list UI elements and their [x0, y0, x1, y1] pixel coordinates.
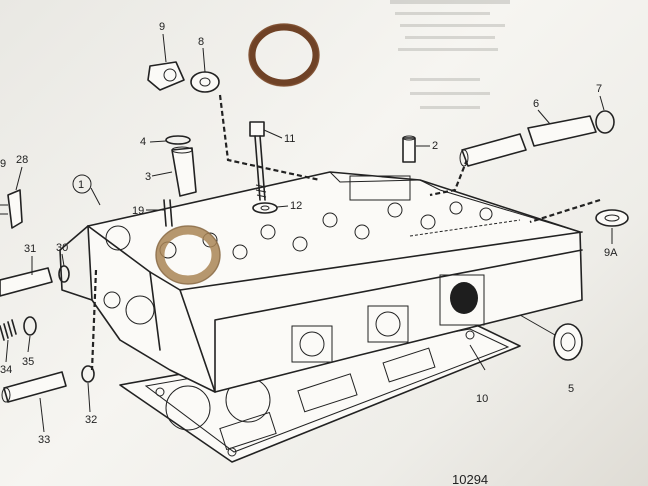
label-10: 10 [476, 393, 488, 405]
label-35: 35 [22, 356, 34, 368]
label-9: 9 [159, 21, 165, 33]
part-11-bolt [249, 121, 267, 201]
label-3: 3 [145, 171, 151, 183]
part-6-tube [459, 115, 597, 167]
callout-1-circle [72, 174, 92, 194]
label-leaders [5, 33, 613, 433]
label-8: 8 [198, 36, 204, 48]
label-11: 11 [284, 133, 295, 145]
part-2-dowel [402, 135, 416, 163]
gold-ring-photo [155, 225, 221, 285]
label-7: 7 [596, 83, 602, 95]
part-9a-seal [595, 209, 629, 227]
label-28: 28 [16, 154, 28, 166]
label-33: 33 [38, 434, 50, 446]
part-31-shaft [0, 267, 53, 297]
part-labels: 1 2 3 4 5 6 7 8 9 9A 10 11 12 19 28 9 30… [0, 21, 618, 486]
label-2: 2 [432, 140, 438, 152]
part-19-stud [163, 199, 173, 227]
part-3-sleeve [171, 146, 197, 197]
bleed-through-text [390, 0, 510, 109]
label-30: 30 [56, 242, 68, 254]
part-33-pin [1, 371, 67, 403]
part-9-nut [147, 61, 185, 91]
label-5: 5 [568, 383, 574, 395]
label-29: 9 [0, 158, 6, 170]
label-19: 19 [132, 205, 144, 217]
part-5-plug [553, 323, 583, 361]
part-28-bracket [0, 189, 23, 229]
part-7-o-ring [595, 110, 615, 134]
label-6: 6 [533, 98, 539, 110]
label-12: 12 [290, 200, 302, 212]
cylinder-head [59, 171, 583, 393]
part-8-washer [190, 71, 220, 93]
part-30-o-ring [58, 265, 70, 283]
part-4-o-ring [165, 135, 191, 145]
label-31: 31 [24, 243, 36, 255]
label-1: 1 [78, 179, 84, 191]
label-32: 32 [85, 414, 97, 426]
part-35-washer [23, 316, 37, 336]
label-4: 4 [140, 136, 146, 148]
part-32-ring [81, 365, 95, 383]
copper-ring-photo [248, 23, 320, 87]
label-34: 34 [0, 364, 12, 376]
figure-number: 10294 [452, 472, 488, 486]
part-12-washer [252, 202, 278, 214]
label-9a: 9A [604, 247, 618, 259]
part-34-spring [0, 319, 17, 341]
leader-lines [90, 94, 601, 371]
